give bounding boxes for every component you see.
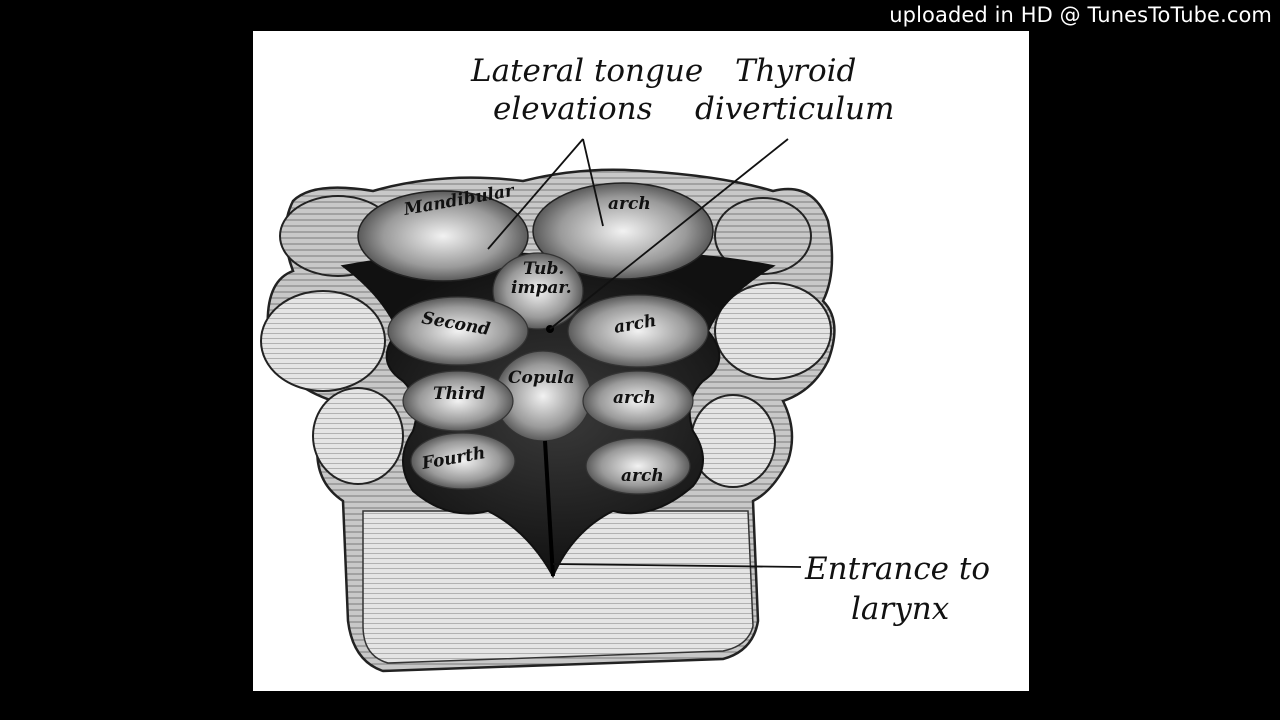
leader-entrance xyxy=(552,563,802,568)
label-thyroid: Thyroid xyxy=(735,53,856,89)
label-third: Third xyxy=(433,384,485,404)
mandibular-arch-right xyxy=(532,182,714,280)
third-arch-right xyxy=(582,370,694,432)
label-copula: Copula xyxy=(508,368,575,388)
label-larynx: larynx xyxy=(851,591,950,627)
lower-block-face xyxy=(362,510,754,664)
second-arch-left xyxy=(387,296,529,366)
left-lobe-lower xyxy=(312,387,404,485)
third-arch-left xyxy=(402,370,514,432)
label-diverticulum: diverticulum xyxy=(695,91,894,127)
leader-thyroid xyxy=(549,138,789,330)
label-arch-fourth: arch xyxy=(621,466,664,486)
tongue-development-diagram: Lateral tongue elevations Thyroid divert… xyxy=(260,53,990,673)
right-lobe-lower xyxy=(690,394,776,488)
diagram-panel: Lateral tongue elevations Thyroid divert… xyxy=(253,31,1029,691)
label-impar: impar. xyxy=(511,278,572,298)
fourth-arch-right xyxy=(585,437,691,495)
label-arch-mandibular: arch xyxy=(608,194,651,214)
tuberculum-impar xyxy=(492,252,584,330)
laryngeal-groove xyxy=(543,440,555,577)
label-arch-third: arch xyxy=(613,388,656,408)
label-lateral-tongue: Lateral tongue xyxy=(470,53,703,89)
label-elevations: elevations xyxy=(493,91,653,127)
watermark-text: uploaded in HD @ TunesToTube.com xyxy=(889,3,1272,27)
fourth-arch-left xyxy=(410,432,516,490)
label-tub: Tub. xyxy=(523,259,564,279)
mandibular-arch-left xyxy=(357,190,529,282)
right-lobe-middle xyxy=(714,282,832,380)
label-entrance-to: Entrance to xyxy=(804,551,990,587)
right-lobe-upper xyxy=(714,197,812,275)
leader-lateral-tongue-b xyxy=(582,138,604,227)
second-arch-right xyxy=(567,294,709,368)
leader-lateral-tongue-a xyxy=(487,138,584,250)
left-lobe-middle xyxy=(260,290,386,392)
